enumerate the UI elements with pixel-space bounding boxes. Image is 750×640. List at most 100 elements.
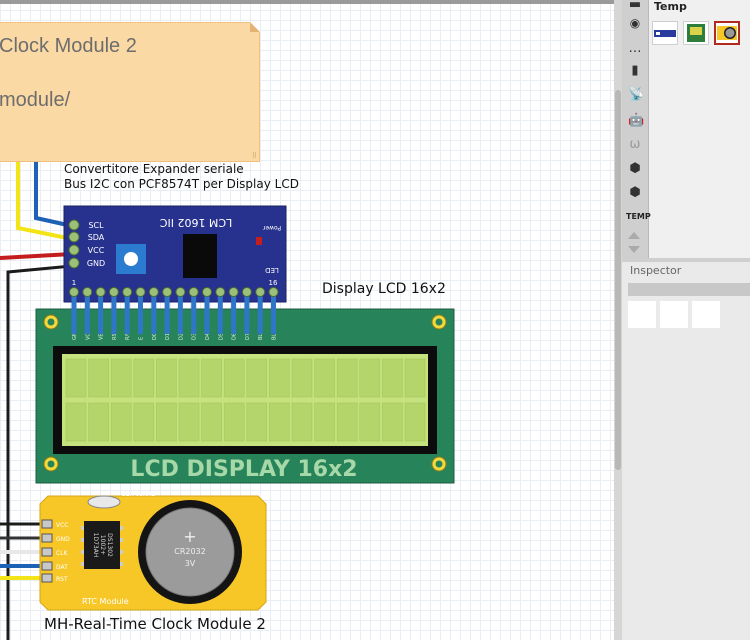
- chip-marking: 1002+: [99, 535, 106, 555]
- header-pin-pad: [82, 287, 93, 297]
- lcd-pin-label: VEE: [99, 330, 105, 340]
- canvas-top-border: [0, 0, 614, 4]
- battery-voltage: 3V: [185, 559, 196, 568]
- rtc-label[interactable]: MH-Real-Time Clock Module 2: [44, 615, 266, 633]
- lcd-pin-label: D3: [192, 333, 198, 340]
- i2c-side-pin[interactable]: [68, 244, 80, 256]
- pin-last-label: 16: [269, 279, 278, 287]
- more-icon[interactable]: …: [628, 41, 642, 56]
- crystal-oscillator: [87, 495, 121, 509]
- button-icon[interactable]: ◉: [629, 16, 641, 30]
- power-label: Power: [262, 224, 281, 231]
- lcd-cell: [269, 358, 290, 398]
- chip-marking: DS1302: [106, 533, 113, 557]
- header-pin: [151, 290, 157, 334]
- antenna-icon[interactable]: 📡: [628, 87, 645, 102]
- inspector-title: Inspector: [630, 264, 682, 277]
- header-pin: [71, 290, 77, 334]
- lcd-cell: [65, 402, 87, 442]
- scrollbar-thumb[interactable]: [615, 90, 621, 470]
- lcd-cell: [201, 358, 222, 398]
- rtc-pin-label: VCC: [56, 522, 68, 529]
- i2c-side-pin[interactable]: [68, 231, 80, 243]
- part-tile-ir-sensor[interactable]: [652, 21, 678, 45]
- wire-red-vcc: [0, 252, 74, 260]
- lcd-label[interactable]: Display LCD 16x2: [322, 281, 446, 297]
- i2c-pin-label: GND: [87, 259, 105, 268]
- panel-divider[interactable]: [622, 258, 750, 262]
- inspector-image-box[interactable]: [692, 301, 720, 328]
- scroll-down-icon[interactable]: [628, 246, 640, 253]
- lcd-pin-label: D0: [152, 333, 158, 340]
- header-pin: [84, 290, 90, 334]
- lcd-pin-label: E: [139, 337, 145, 340]
- lcd-cell: [404, 402, 426, 442]
- rtc-pin[interactable]: [41, 561, 53, 571]
- note-resize-grip[interactable]: ⠿: [251, 152, 257, 160]
- parts-bin-title: Temp: [654, 0, 687, 13]
- robot-icon[interactable]: 🤖: [628, 113, 645, 128]
- rtc-pin-label: CLK: [56, 550, 69, 557]
- lcd-cell: [223, 402, 245, 442]
- sticky-note[interactable]: Clock Module 2 module/ ⠿: [0, 22, 260, 162]
- battery-model: CR2032: [174, 547, 206, 556]
- inspector-header-bar: [628, 283, 750, 296]
- temp-category-label[interactable]: TEMP: [626, 212, 651, 221]
- header-pins: [69, 287, 279, 334]
- part-tile-module[interactable]: [683, 21, 709, 45]
- i2c-side-pin[interactable]: [68, 257, 80, 269]
- ic-icon[interactable]: ▮: [631, 63, 639, 78]
- part-tile-rtc-selected[interactable]: [714, 21, 740, 45]
- inspector-image-box[interactable]: [660, 301, 688, 328]
- chip-marking: 1D73AH: [92, 533, 99, 558]
- i2c-pin-label: SDA: [88, 233, 105, 242]
- wire-yellow-sda: [16, 160, 74, 241]
- lcd-cell: [359, 358, 381, 398]
- rtc-board-label: RTC Module: [82, 597, 129, 606]
- i2c-side-pin[interactable]: [68, 219, 80, 231]
- hex-icon[interactable]: ⬢: [629, 161, 641, 176]
- rtc-pin[interactable]: [41, 519, 53, 529]
- header-pin-pad: [69, 287, 79, 297]
- i2c-pin-label: VCC: [88, 246, 105, 255]
- lcd-cell: [65, 358, 87, 398]
- lcd-cell: [382, 358, 403, 398]
- coin-battery: [145, 507, 235, 597]
- chip-icon[interactable]: ▬: [628, 0, 642, 12]
- rtc-pin-label: DAT: [56, 564, 68, 571]
- rtc-pin[interactable]: [41, 533, 53, 543]
- expander-label[interactable]: Convertitore Expander seriale Bus I2C co…: [64, 162, 299, 192]
- lcd-cell: [156, 402, 177, 442]
- canvas-vertical-scrollbar[interactable]: [614, 0, 622, 640]
- lcd-cell: [246, 402, 268, 442]
- rtc-pin[interactable]: [41, 547, 53, 557]
- lcd-pin-label: VCC: [85, 329, 91, 340]
- i2c-board-title: LCM 1602 IIC: [159, 216, 232, 229]
- header-pin: [217, 290, 223, 334]
- pcf8574-chip: [183, 234, 217, 278]
- wire-icon[interactable]: ω: [629, 137, 641, 152]
- lcd-cell: [88, 402, 109, 442]
- header-pin-pad: [268, 287, 279, 297]
- scroll-up-icon[interactable]: [628, 232, 640, 239]
- header-pin-pad: [175, 287, 186, 297]
- lcd-cell: [291, 402, 313, 442]
- lcd-caption: LCD DISPLAY 16x2: [130, 457, 357, 482]
- lcd-pin-label: RS: [112, 333, 118, 340]
- lcd-character-cells: [65, 358, 426, 442]
- header-pin: [138, 290, 143, 334]
- lcd-cell: [133, 358, 155, 398]
- led-label: LED: [265, 266, 279, 274]
- inspector-image-box[interactable]: [628, 301, 656, 328]
- hex-icon[interactable]: ⬢: [629, 185, 641, 200]
- lcd-pin-label: D5: [218, 333, 224, 340]
- rtc-pin[interactable]: [41, 573, 53, 583]
- lcd-cell: [314, 358, 335, 398]
